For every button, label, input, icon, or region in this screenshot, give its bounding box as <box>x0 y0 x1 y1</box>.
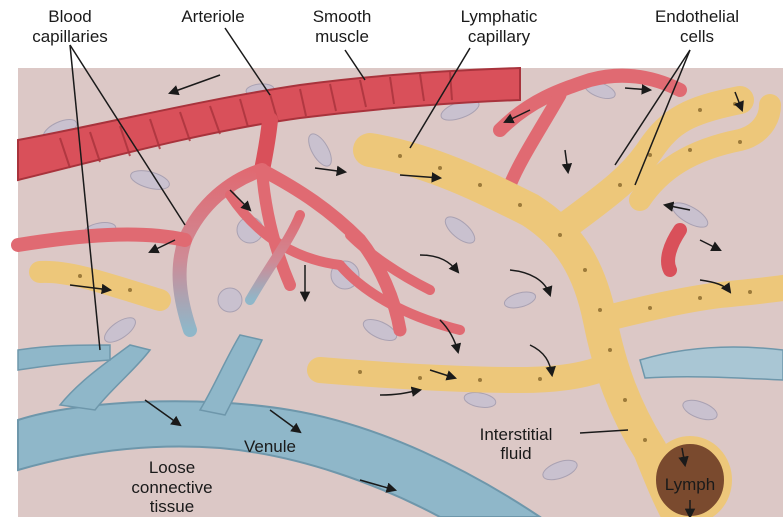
label-lymph: Lymph <box>665 475 715 494</box>
label-venule: Venule <box>244 437 296 456</box>
label-smooth-muscle-line1: Smooth <box>313 7 372 26</box>
label-endothelial-cells-line1: Endothelial <box>655 7 739 26</box>
label-loose-connective-tissue-line2: connective <box>131 478 212 497</box>
label-lymphatic-capillary-line2: capillary <box>468 27 531 46</box>
label-smooth-muscle-line2: muscle <box>315 27 369 46</box>
label-interstitial-fluid-line1: Interstitial <box>480 425 553 444</box>
label-arteriole: Arteriole <box>181 7 244 26</box>
label-blood-capillaries-line2: capillaries <box>32 27 108 46</box>
label-loose-connective-tissue-line3: tissue <box>150 497 194 516</box>
label-blood-capillaries-line1: Blood <box>48 7 91 26</box>
label-endothelial-cells-line2: cells <box>680 27 714 46</box>
label-loose-connective-tissue-line1: Loose <box>149 458 195 477</box>
label-interstitial-fluid-line2: fluid <box>500 444 531 463</box>
label-lymphatic-capillary-line1: Lymphatic <box>461 7 538 26</box>
